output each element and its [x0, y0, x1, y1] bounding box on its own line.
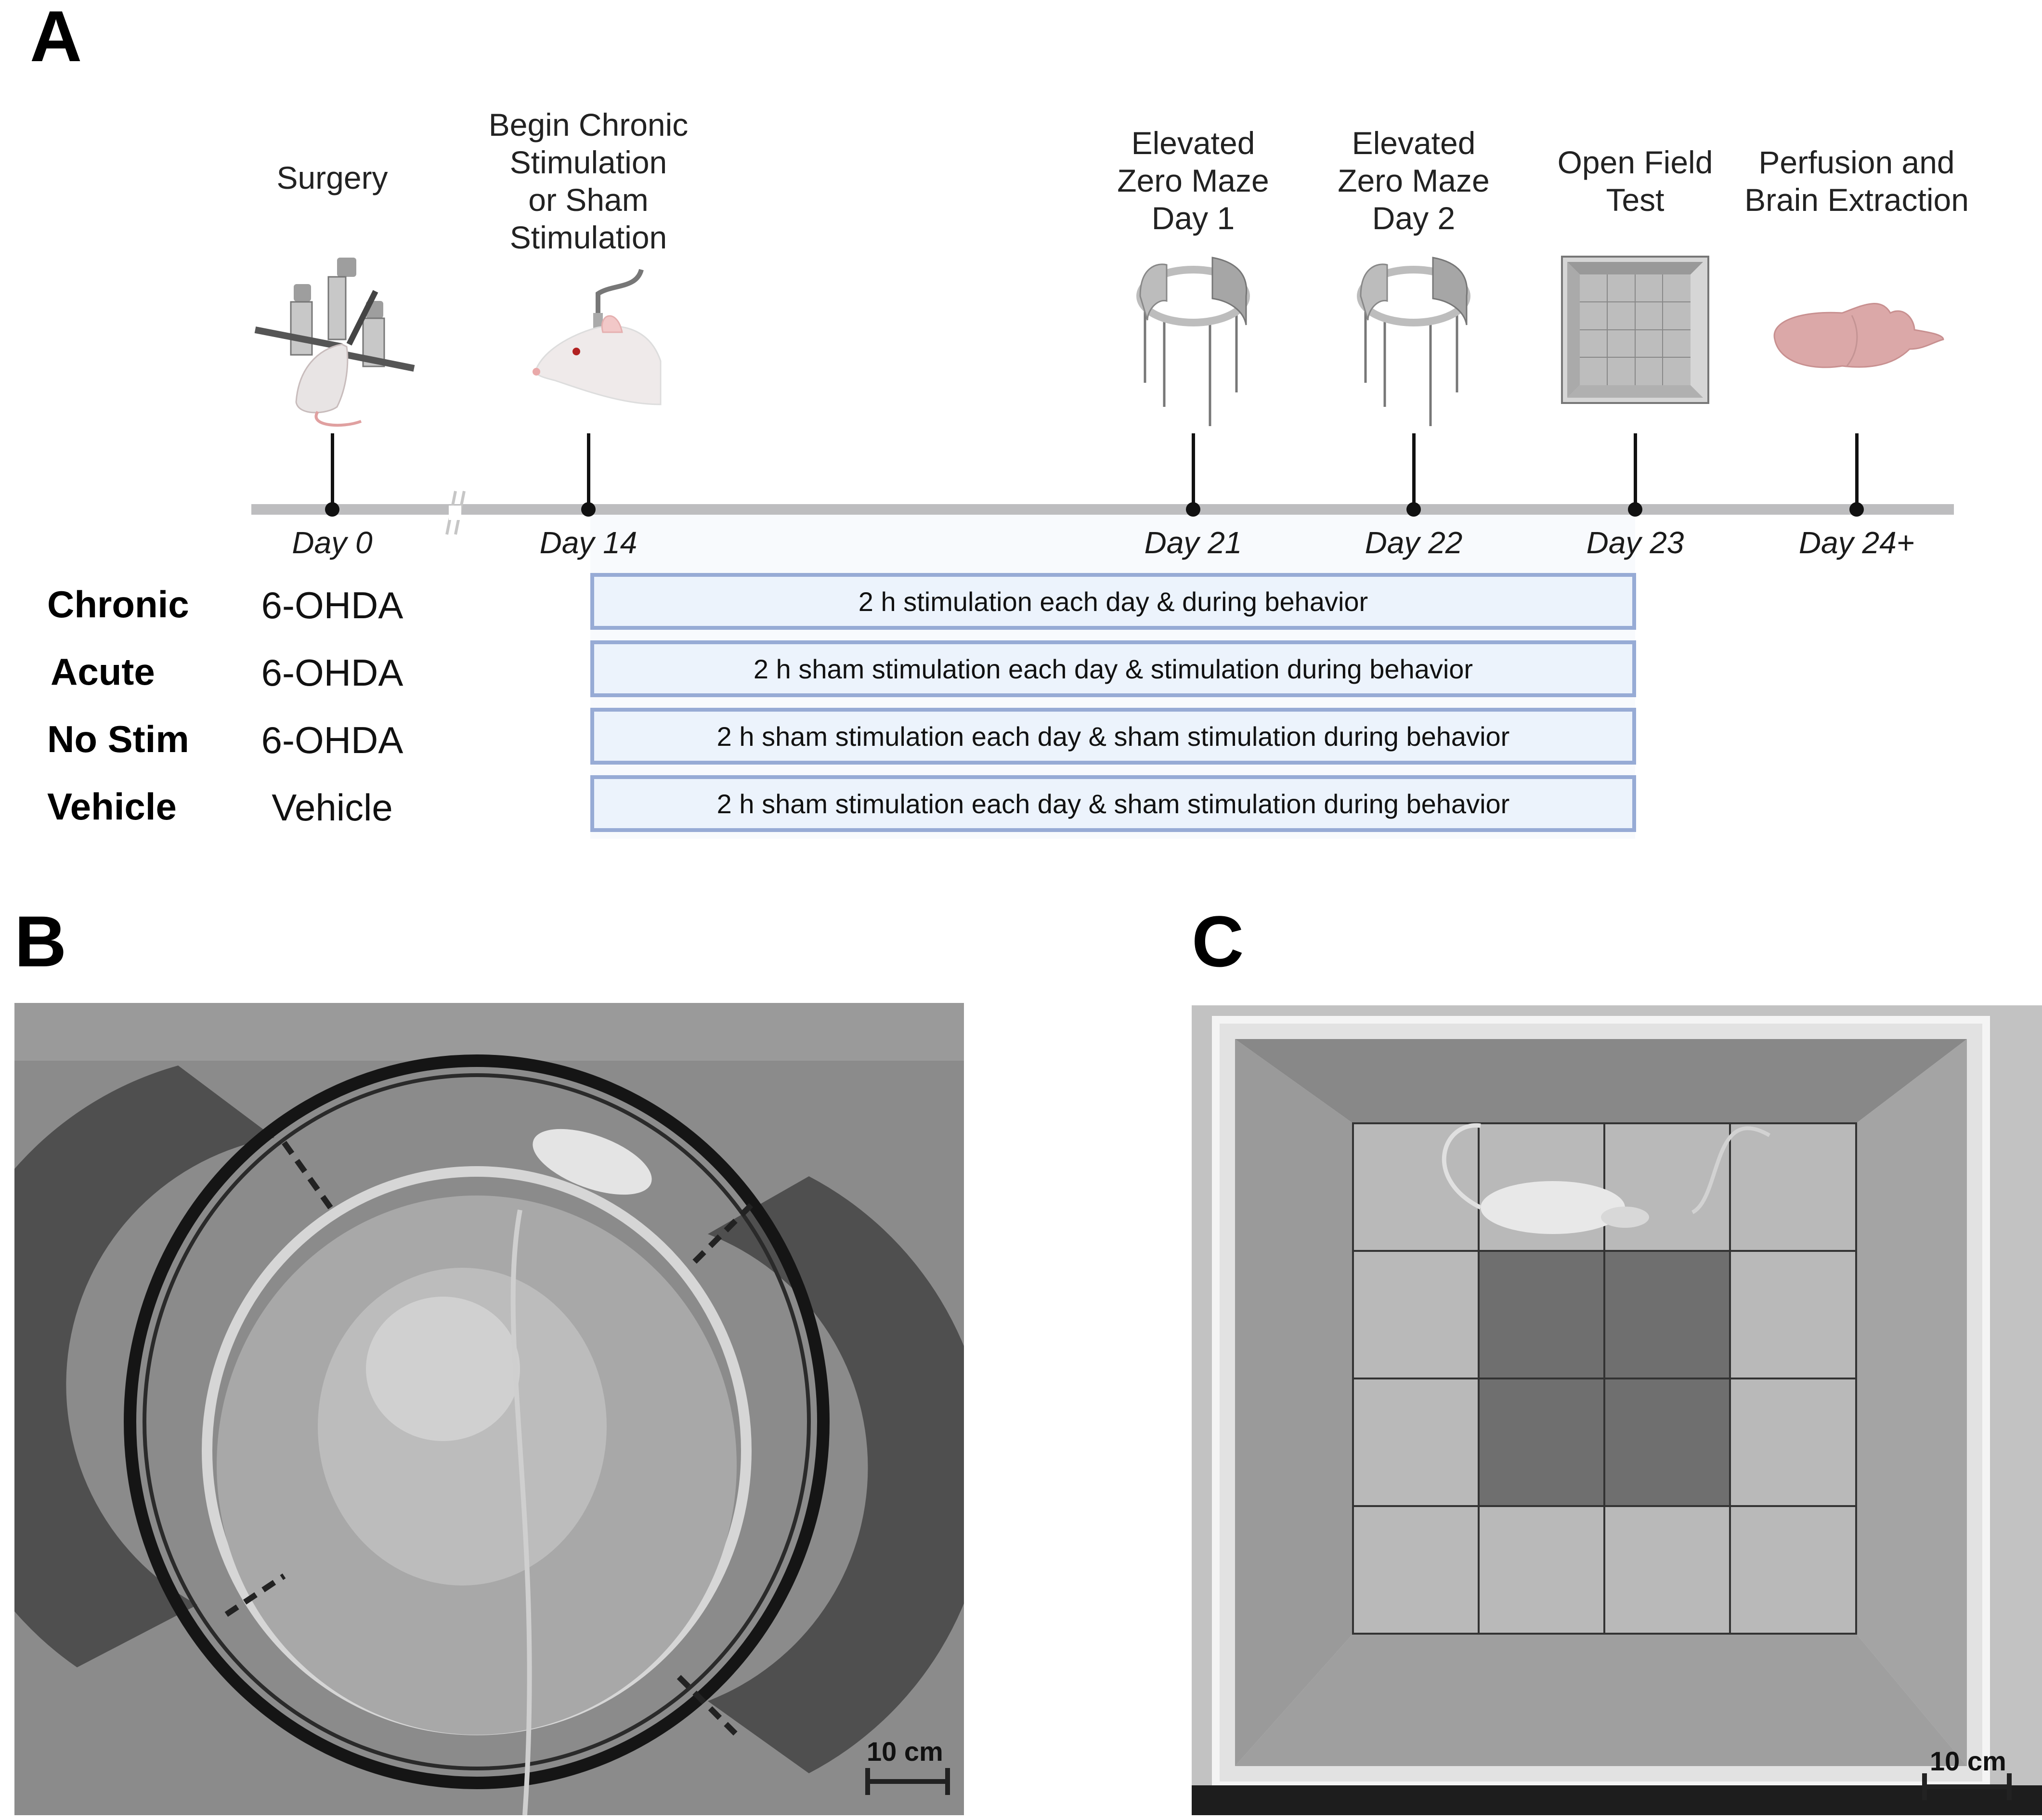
event-label-line: Test — [1606, 182, 1665, 218]
timeline-stem — [1634, 433, 1637, 506]
stimulation-protocol-box: 2 h sham stimulation each day & sham sti… — [590, 775, 1636, 832]
elevated-zero-maze-icon — [1128, 253, 1258, 429]
event-label-line: Elevated — [1352, 125, 1476, 161]
brain-icon — [1765, 286, 1948, 380]
maze-outer-ring — [124, 1054, 830, 1789]
timeline-stem — [1412, 433, 1416, 506]
timeline-bar — [251, 504, 1954, 515]
day-label: Day 24+ — [1798, 525, 1915, 560]
open-field-illustration — [1192, 1005, 2042, 1815]
tether-cable — [510, 1209, 532, 1815]
group-treatment: 6-OHDA — [261, 651, 403, 694]
event-label-line: Day 1 — [1151, 200, 1235, 236]
elevated-zero-maze-icon — [1349, 253, 1479, 429]
event-label-line: Day 2 — [1372, 200, 1456, 236]
event-label-line: Zero Maze — [1338, 163, 1490, 198]
group-name: No Stim — [47, 718, 189, 760]
stimulation-protocol-box: 2 h stimulation each day & during behavi… — [590, 573, 1636, 630]
stereotaxic-frame-rat-icon — [246, 248, 429, 433]
panel-b-letter: B — [14, 901, 67, 982]
open-field-box-icon — [1561, 255, 1710, 407]
timeline-stem — [331, 433, 334, 506]
timeline-break-icon — [445, 491, 466, 535]
panel-c-letter: C — [1192, 901, 1244, 982]
scalebar-c-label: 10 cm — [1930, 1746, 2006, 1776]
timeline-stem — [587, 433, 590, 506]
stimulation-protocol-text: 2 h sham stimulation each day & sham sti… — [716, 721, 1510, 752]
event-label-line: Open Field — [1557, 144, 1713, 180]
event-label-line: Brain Extraction — [1744, 182, 1969, 218]
stimulation-protocol-box: 2 h sham stimulation each day & sham sti… — [590, 708, 1636, 765]
event-label-line: Perfusion and — [1758, 144, 1955, 180]
rat — [1481, 1181, 1625, 1234]
tether-cable — [1442, 1123, 1482, 1210]
event-label-line: Stimulation — [509, 144, 667, 180]
group-name: Vehicle — [47, 785, 177, 828]
open-field-photo — [1192, 1005, 2042, 1815]
group-treatment: 6-OHDA — [261, 719, 403, 761]
event-label-line: Begin Chronic — [488, 107, 689, 143]
event-label-line: Elevated — [1131, 125, 1255, 161]
day-label: Day 0 — [292, 525, 373, 560]
panel-a-letter: A — [30, 0, 82, 77]
event-label: Surgery — [276, 159, 388, 196]
scalebar-b-label: 10 cm — [867, 1736, 943, 1767]
timeline-marker — [325, 502, 339, 517]
stimulation-protocol-text: 2 h sham stimulation each day & sham sti… — [716, 788, 1510, 819]
group-name: Chronic — [47, 583, 189, 625]
closed-arm-right — [708, 1176, 964, 1773]
timeline-marker — [1628, 502, 1642, 517]
stimulation-protocol-box: 2 h sham stimulation each day & stimulat… — [590, 640, 1636, 697]
day-label: Day 21 — [1144, 525, 1242, 560]
zero-maze-photo — [14, 1003, 964, 1815]
event-label-line: Zero Maze — [1117, 163, 1269, 198]
timeline-marker — [1849, 502, 1864, 517]
day-label: Day 14 — [539, 525, 637, 560]
day-label: Day 23 — [1586, 525, 1684, 560]
closed-arm-left — [14, 1066, 274, 1667]
timeline-marker — [581, 502, 596, 517]
group-treatment: Vehicle — [272, 786, 393, 829]
timeline-marker — [1186, 502, 1200, 517]
day-label: Day 22 — [1365, 525, 1463, 560]
group-name: Acute — [51, 650, 155, 693]
event-label-line: or Sham — [528, 182, 649, 218]
event-label-line: Surgery — [276, 160, 388, 195]
rat — [533, 1129, 652, 1195]
rat-with-tether-icon — [526, 260, 670, 421]
stimulation-protocol-text: 2 h stimulation each day & during behavi… — [858, 586, 1368, 617]
zero-maze-illustration — [14, 1003, 964, 1815]
scalebar-b — [865, 1768, 950, 1795]
stimulation-protocol-text: 2 h sham stimulation each day & stimulat… — [753, 653, 1473, 684]
timeline-marker — [1406, 502, 1421, 517]
rat-tail — [1691, 1126, 1771, 1214]
timeline-stem — [1855, 433, 1859, 506]
group-treatment: 6-OHDA — [261, 584, 403, 626]
timeline-stem — [1192, 433, 1195, 506]
event-label-line: Stimulation — [509, 220, 667, 255]
scalebar-c — [1922, 1773, 2012, 1800]
